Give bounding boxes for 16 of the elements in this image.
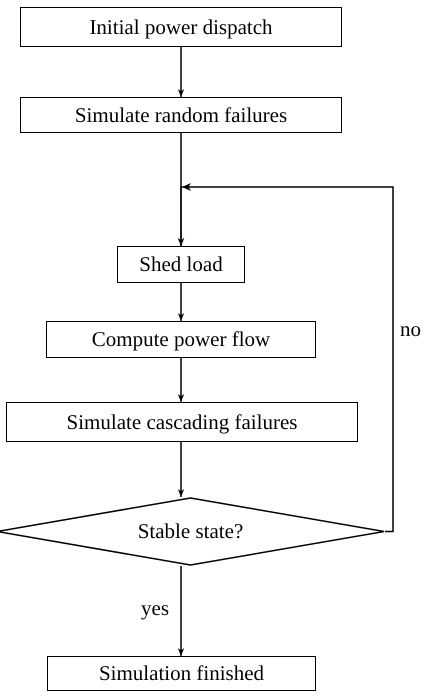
process-box	[47, 656, 316, 691]
edge-label: no	[399, 317, 422, 342]
node-label: Initial power dispatch	[89, 14, 273, 40]
node-label: Stable state?	[138, 519, 244, 544]
node-label: Simulate cascading failures	[66, 410, 298, 434]
edge-label: yes	[140, 596, 170, 621]
process-box	[117, 246, 245, 283]
process-box	[6, 402, 358, 442]
decision-diamond	[0, 497, 385, 566]
node-label: Simulate random failures	[74, 102, 288, 128]
process-box	[20, 97, 342, 133]
process-box	[20, 7, 342, 47]
node-label: Compute power flow	[92, 327, 270, 352]
node-label: Simulation finished	[98, 661, 264, 686]
process-box	[46, 321, 316, 358]
node-label: Shed load	[139, 252, 223, 277]
